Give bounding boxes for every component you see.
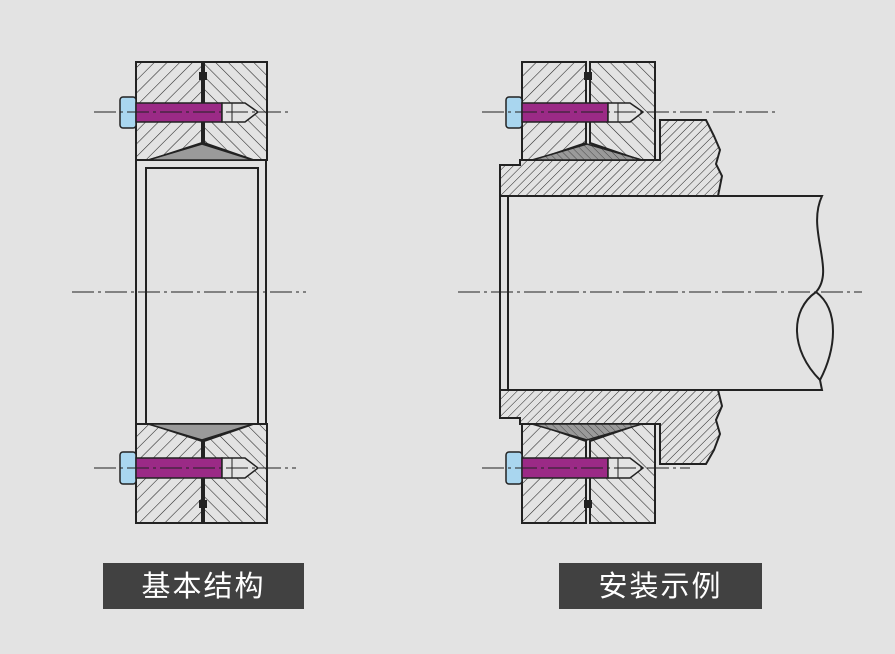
installation-example-drawing (458, 61, 862, 524)
basic-structure-drawing (72, 61, 306, 524)
caption-basic-structure: 基本结构 (103, 563, 304, 609)
caption-installation-example: 安装示例 (559, 563, 762, 609)
